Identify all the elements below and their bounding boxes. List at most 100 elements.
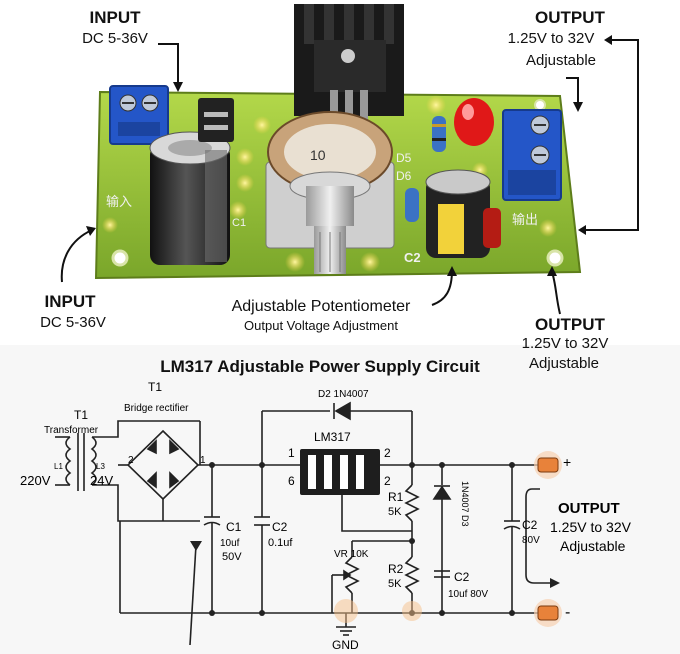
ic-pin2: 2	[384, 446, 391, 460]
r1-name: R1	[388, 490, 404, 504]
secondary-l: L3	[96, 462, 105, 471]
input-label-top: INPUT	[70, 8, 160, 28]
d3-label: 1N4007 D3	[460, 481, 470, 527]
silk-d5: D5	[396, 151, 412, 165]
led-glow	[360, 252, 380, 272]
diode-d2-label: D2 1N4007	[318, 389, 369, 400]
input-range-bottom: DC 5-36V	[40, 314, 106, 331]
output-terminals	[534, 451, 562, 627]
capacitor-c1-symbol	[203, 465, 221, 613]
c1-name: C1	[226, 520, 242, 534]
output-bracket	[525, 488, 556, 584]
input-terminal-block	[109, 85, 169, 145]
input-range-top: DC 5-36V	[82, 30, 148, 47]
output-label-bottom: OUTPUT	[535, 315, 605, 334]
bridge-pin2: 2	[128, 455, 134, 466]
silk-c2: C2	[404, 250, 421, 265]
output-range-top: 1.25V to 32V	[507, 30, 595, 47]
output-note-bottom: Adjustable	[528, 355, 600, 372]
led-glow	[426, 95, 446, 115]
led-glow	[539, 219, 557, 237]
c2b-name: C2	[454, 570, 470, 584]
potentiometer	[265, 111, 395, 274]
transformer-sub: Transformer	[44, 425, 99, 436]
c2-name: C2	[272, 520, 288, 534]
c2c-name: C2	[522, 518, 538, 532]
ic-pin1: 1	[288, 446, 295, 460]
arrow-input-bottom	[60, 229, 93, 283]
mount-hole	[111, 249, 129, 267]
r2-name: R2	[388, 562, 404, 576]
ic-label: LM317	[314, 430, 351, 444]
arrow-input-top	[158, 43, 179, 88]
silk-input: 输入	[106, 194, 132, 209]
resistor-blue	[405, 116, 446, 222]
led-glow	[285, 252, 305, 272]
arrow-output-bottom	[551, 271, 561, 315]
secondary-volts: 24V	[90, 473, 113, 488]
lm317-ic-symbol	[300, 449, 380, 495]
led-glow	[102, 217, 118, 233]
red-led	[454, 98, 494, 146]
r2-val: 5K	[388, 578, 402, 590]
arrow-output-side	[580, 39, 639, 231]
plus-sign: +	[563, 454, 571, 470]
output-label-top: OUTPUT	[535, 8, 605, 27]
led-glow	[236, 174, 254, 192]
c1-volt: 50V	[222, 551, 242, 563]
pcb-illustration: 输入 输出 C1 C2 D5 D6 10 INPUT DC 5-36V OUTP…	[40, 4, 639, 334]
red-component	[483, 208, 501, 248]
primary-l: L1	[54, 462, 63, 471]
led-glow	[253, 116, 271, 134]
bridge-label: Bridge rectifier	[124, 403, 189, 414]
transformer-label: T1	[74, 408, 88, 422]
gnd-label: GND	[332, 638, 359, 652]
schematic-output-note: Adjustable	[560, 538, 626, 554]
ic-pin6: 6	[288, 474, 295, 488]
capacitor-c2b-symbol	[434, 570, 450, 578]
schematic-output-title: OUTPUT	[558, 500, 620, 517]
output-range-bottom: 1.25V to 32V	[521, 335, 609, 352]
callout-arrows	[60, 35, 639, 315]
r1-val: 5K	[388, 506, 402, 518]
pcb-board-graphic: 输入 输出 C1 C2 D5 D6 10	[60, 4, 639, 315]
t1-label: T1	[148, 380, 162, 394]
diode-block	[198, 98, 234, 142]
diode-d3-symbol	[432, 465, 452, 613]
output-note-top: Adjustable	[525, 52, 597, 69]
mount-hole	[534, 99, 546, 111]
schematic-section: 1.25V to 32V Adjustable LM317 Adjustable…	[0, 335, 680, 654]
output-terminal-block	[502, 109, 562, 201]
capacitor-c2-symbol	[254, 465, 270, 613]
mount-hole	[546, 249, 564, 267]
capacitor-c2	[425, 169, 491, 258]
diode-d2-symbol	[333, 401, 413, 465]
input-title-top: INPUT	[89, 8, 141, 27]
bridge-pin1: 1	[200, 455, 206, 466]
pot-sublabel: Output Voltage Adjustment	[244, 318, 398, 333]
schematic-output-range: 1.25V to 32V	[550, 519, 632, 535]
primary-volts: 220V	[20, 473, 51, 488]
gnd-arrow-head	[190, 541, 202, 551]
heatsink	[294, 4, 404, 120]
led-glow	[236, 148, 254, 166]
pot-label: Adjustable Potentiometer	[231, 298, 411, 315]
ic-pin2b: 2	[384, 474, 391, 488]
arrow-output-top	[566, 77, 579, 108]
silk-output: 输出	[512, 212, 538, 227]
output-arrow-head	[550, 578, 560, 588]
vr-label: VR 10K	[334, 549, 369, 560]
schematic-title: LM317 Adjustable Power Supply Circuit	[160, 357, 480, 376]
silk-d6: D6	[396, 169, 412, 183]
bridge-rectifier-symbol	[118, 421, 262, 521]
led-glow	[229, 201, 247, 219]
pot-dial-label: 10	[310, 147, 326, 163]
capacitor-c1	[149, 131, 231, 265]
c2-val: 0.1uf	[268, 537, 293, 549]
c2b-val: 10uf 80V	[448, 589, 488, 600]
transformer-symbol	[55, 420, 200, 522]
input-label-bottom: INPUT	[44, 292, 96, 311]
c2c-val: 80V	[522, 535, 540, 546]
schematic-diagram: T1 Bridge rectifier T1 Transformer 220V …	[20, 380, 632, 652]
minus-sign: -	[565, 604, 570, 621]
